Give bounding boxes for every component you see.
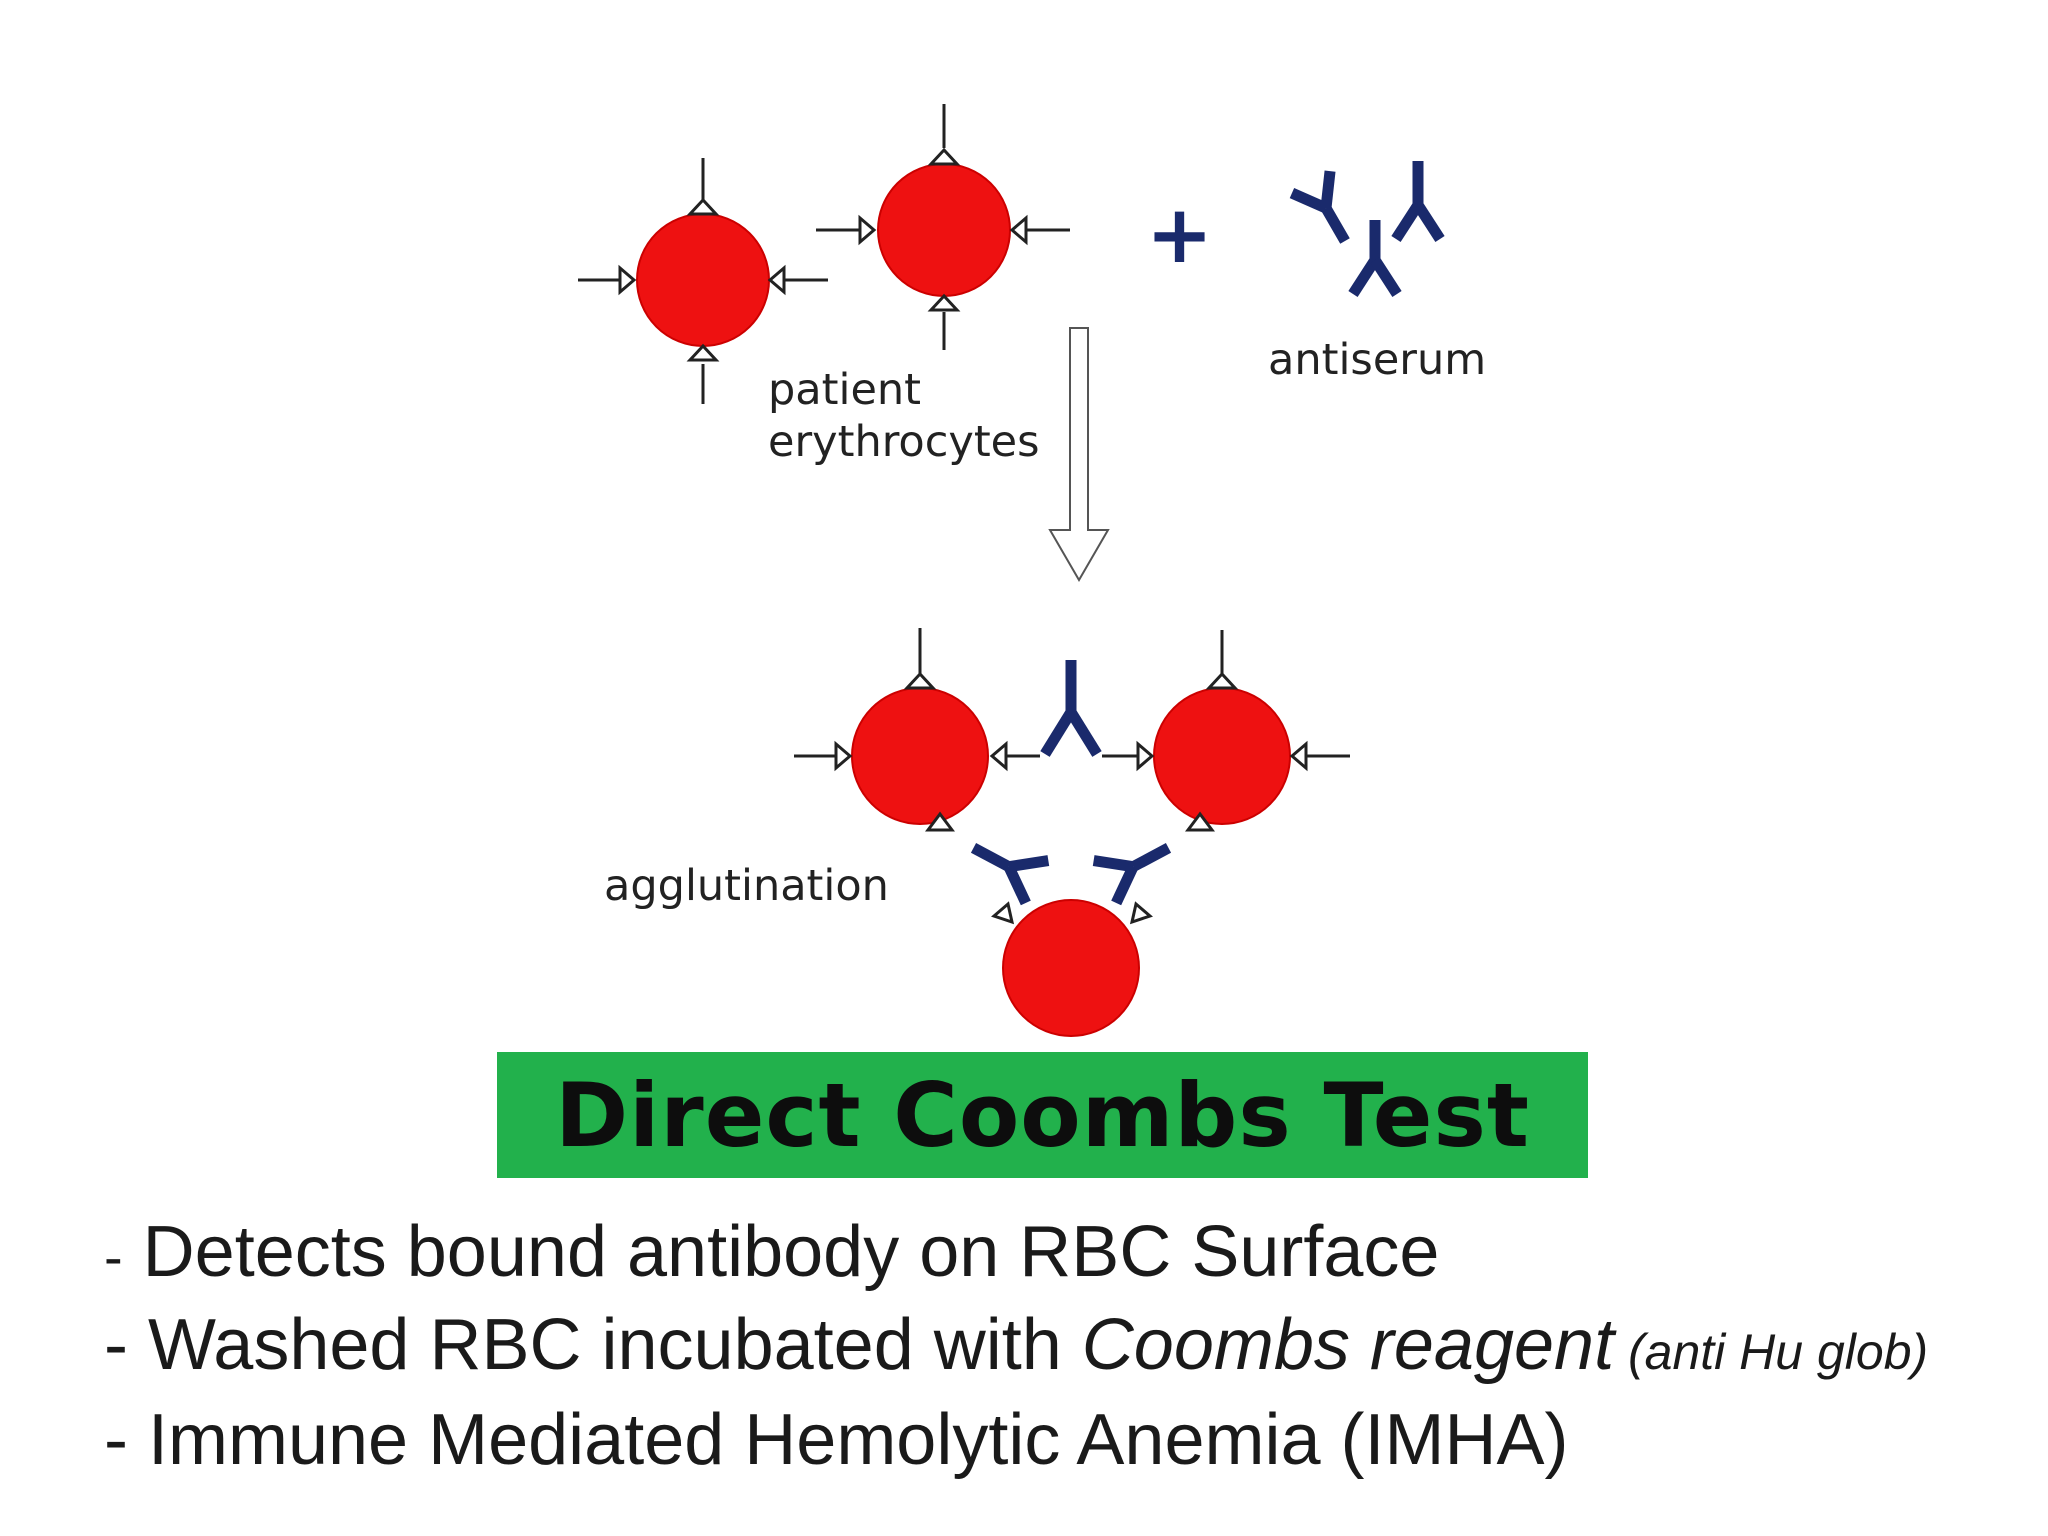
bridge-antibody-right <box>1092 843 1172 906</box>
label-agglutination: agglutination <box>604 861 889 911</box>
bullet-dash: - <box>104 1225 123 1288</box>
agglutinated-cell-left <box>794 628 1040 832</box>
bullet-item: - Immune Mediated Hemolytic Anemia (IMHA… <box>104 1396 2048 1484</box>
agglutinated-cell-right <box>1102 630 1350 832</box>
antiserum-antibodies <box>1289 161 1445 297</box>
antibody-3 <box>1391 161 1445 242</box>
bullet-text: Washed RBC incubated with <box>148 1305 1082 1385</box>
label-patient: patient <box>768 365 921 415</box>
bullet-dash: - <box>104 1305 128 1385</box>
plus-sign: + <box>1146 188 1213 281</box>
bullet-text: Immune Mediated Hemolytic Anemia (IMHA) <box>148 1400 1569 1480</box>
bridging-antibodies <box>970 660 1172 906</box>
bullet-italic-text: Coombs reagent <box>1081 1305 1615 1385</box>
down-arrow-icon <box>1048 327 1110 582</box>
bullet-dash: - <box>104 1400 128 1480</box>
bullet-text: Detects bound antibody on RBC Surface <box>142 1212 1440 1292</box>
bullet-list: - Detects bound antibody on RBC Surface … <box>104 1208 2048 1484</box>
antibody-2 <box>1348 220 1402 297</box>
label-erythrocytes: erythrocytes <box>768 417 1040 467</box>
bullet-item: - Detects bound antibody on RBC Surface <box>104 1208 2048 1301</box>
bullet-note: (anti Hu glob) <box>1614 1324 1929 1380</box>
bridge-antibody-left <box>970 843 1050 906</box>
label-antiserum: antiserum <box>1268 335 1486 385</box>
antibody-1 <box>1289 170 1350 244</box>
agglutinated-cell-bottom <box>991 899 1153 1037</box>
page-title: Direct Coombs Test <box>555 1063 1530 1167</box>
title-banner: Direct Coombs Test <box>497 1052 1588 1178</box>
patient-erythrocyte-2 <box>816 104 1070 350</box>
patient-erythrocyte-1 <box>578 158 828 404</box>
bullet-item: - Washed RBC incubated with Coombs reage… <box>104 1301 2048 1396</box>
bridge-antibody-top <box>1040 660 1102 757</box>
